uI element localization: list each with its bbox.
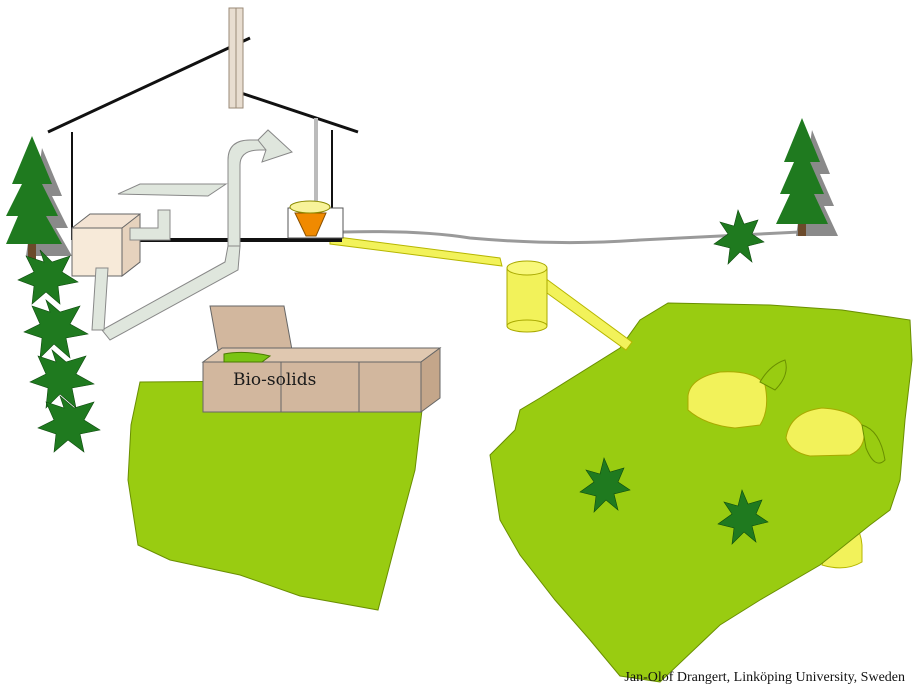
biosolids-label: Bio-solids [233, 370, 316, 390]
urine-pipe-2 [540, 278, 632, 350]
down-pipe-left [92, 268, 108, 330]
urine-pipe-1 [330, 236, 502, 266]
tree-icon [776, 118, 838, 236]
tree-icon [6, 136, 72, 260]
credit-text: Jan-Olof Drangert, Linköping University,… [624, 670, 905, 686]
exhaust-arrow [258, 130, 292, 162]
toilet-icon [288, 201, 343, 238]
compost-bin-icon [203, 306, 440, 412]
storage-tank-icon [507, 261, 547, 332]
left-field [128, 380, 438, 610]
vine-icon [18, 250, 100, 452]
vent-hood [118, 184, 226, 196]
compost-chamber [72, 214, 140, 276]
right-field [490, 303, 912, 682]
